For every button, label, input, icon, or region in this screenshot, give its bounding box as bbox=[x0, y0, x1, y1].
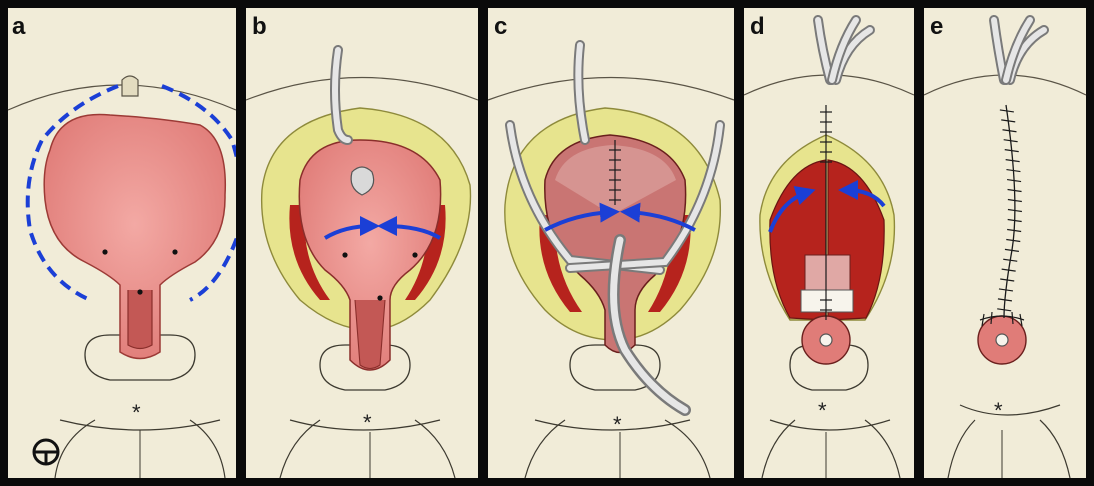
svg-text:*: * bbox=[613, 412, 622, 437]
svg-text:*: * bbox=[994, 398, 1003, 423]
svg-text:*: * bbox=[363, 410, 372, 435]
panel-a: * a bbox=[8, 8, 242, 478]
panel-letter-c: c bbox=[494, 13, 507, 40]
panel-letter-d: d bbox=[750, 13, 765, 40]
panel-e: * e bbox=[924, 8, 1086, 478]
panel-letter-b: b bbox=[252, 13, 267, 40]
panel-letter-e: e bbox=[930, 13, 943, 40]
svg-text:*: * bbox=[818, 398, 827, 423]
panel-c: * c bbox=[488, 8, 734, 478]
panel-letter-a: a bbox=[12, 13, 26, 40]
svg-text:*: * bbox=[132, 400, 141, 425]
panel-b: * b bbox=[246, 8, 478, 478]
panel-d: * d bbox=[744, 8, 914, 478]
